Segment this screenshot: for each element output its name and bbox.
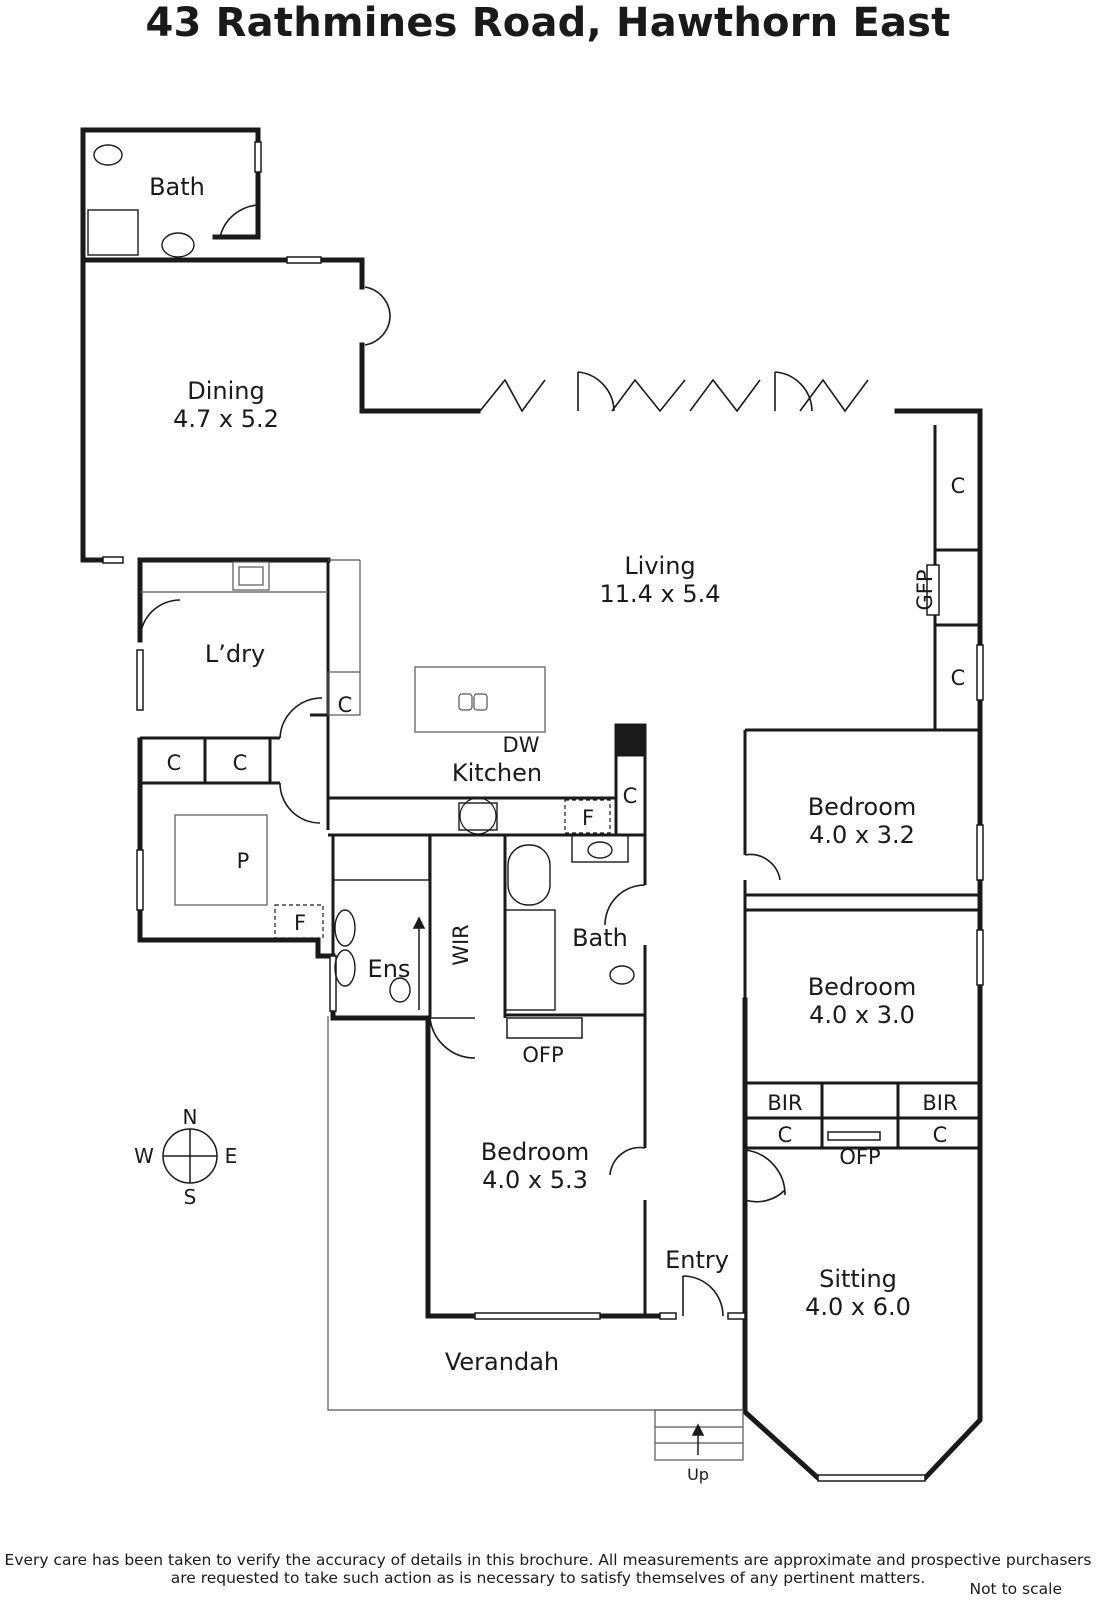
label-sitting: Sitting	[819, 1265, 897, 1293]
label-laundry: L’dry	[205, 640, 265, 668]
label-dining-size: 4.7 x 5.2	[173, 405, 279, 433]
label-bed-main-size: 4.0 x 5.3	[482, 1166, 588, 1194]
verandah-outline	[140, 559, 744, 1461]
disclaimer-line-1: Every care has been taken to verify the …	[4, 1551, 1092, 1569]
fridge-outlines	[274, 799, 611, 939]
label-c-laundry-1: C	[167, 751, 182, 775]
room-labels: Bath Dining 4.7 x 5.2 Living 11.4 x 5.4 …	[149, 173, 916, 1484]
label-ensuite: Ens	[368, 955, 411, 983]
fixture-labels: C C GFP C C C C F F OFP BIR BIR C C OFP	[167, 474, 966, 1169]
compass-n: N	[183, 1105, 198, 1129]
label-c-gfp-bottom: C	[951, 666, 966, 690]
label-bed-3: Bedroom	[808, 973, 917, 1001]
label-living-size: 11.4 x 5.4	[599, 580, 720, 608]
label-bed-2: Bedroom	[808, 793, 917, 821]
label-c-laundry-2: C	[233, 751, 248, 775]
label-bed-3-size: 4.0 x 3.0	[809, 1001, 915, 1029]
compass-s: S	[184, 1185, 197, 1209]
label-dw: DW	[503, 733, 540, 757]
label-bath-mid: Bath	[572, 924, 628, 952]
label-pantry: P	[237, 849, 250, 873]
label-ofp-main: OFP	[522, 1043, 563, 1067]
label-f-kitchen: F	[582, 806, 594, 830]
label-c-bir-right: C	[933, 1123, 948, 1147]
label-c-laundry: C	[338, 693, 353, 717]
label-bir-left: BIR	[767, 1091, 802, 1115]
label-entry: Entry	[665, 1246, 729, 1274]
disclaimer-line-2: are requested to take such action as is …	[170, 1569, 926, 1587]
label-kitchen: Kitchen	[452, 759, 542, 787]
wir-arrow	[412, 916, 705, 1455]
compass-rose: N S W E	[134, 1105, 237, 1209]
label-verandah: Verandah	[445, 1348, 559, 1376]
label-c-kitchen: C	[623, 784, 638, 808]
label-wir: WIR	[449, 924, 473, 966]
label-up: Up	[687, 1465, 709, 1484]
doors	[139, 204, 813, 1317]
label-ofp-sitting: OFP	[839, 1145, 880, 1169]
compass-e: E	[225, 1144, 238, 1168]
label-gfp: GFP	[913, 569, 937, 610]
windows	[102, 141, 984, 1482]
bifold-doors	[479, 378, 869, 413]
label-dining: Dining	[187, 377, 264, 405]
label-bath-rear: Bath	[149, 173, 205, 201]
label-f-pantry: F	[294, 911, 306, 935]
page-title: 43 Rathmines Road, Hawthorn East	[145, 0, 951, 46]
sanitary-fixtures	[87, 144, 635, 1011]
label-living: Living	[624, 552, 695, 580]
compass-w: W	[134, 1144, 154, 1168]
label-sitting-size: 4.0 x 6.0	[805, 1293, 911, 1321]
label-c-bir-left: C	[778, 1123, 793, 1147]
label-bed-main: Bedroom	[481, 1138, 590, 1166]
label-c-gfp-top: C	[951, 474, 966, 498]
disclaimer: Every care has been taken to verify the …	[0, 1551, 1096, 1587]
label-bir-right: BIR	[922, 1091, 957, 1115]
not-to-scale-note: Not to scale	[969, 1580, 1062, 1598]
label-bed-2-size: 4.0 x 3.2	[809, 821, 915, 849]
